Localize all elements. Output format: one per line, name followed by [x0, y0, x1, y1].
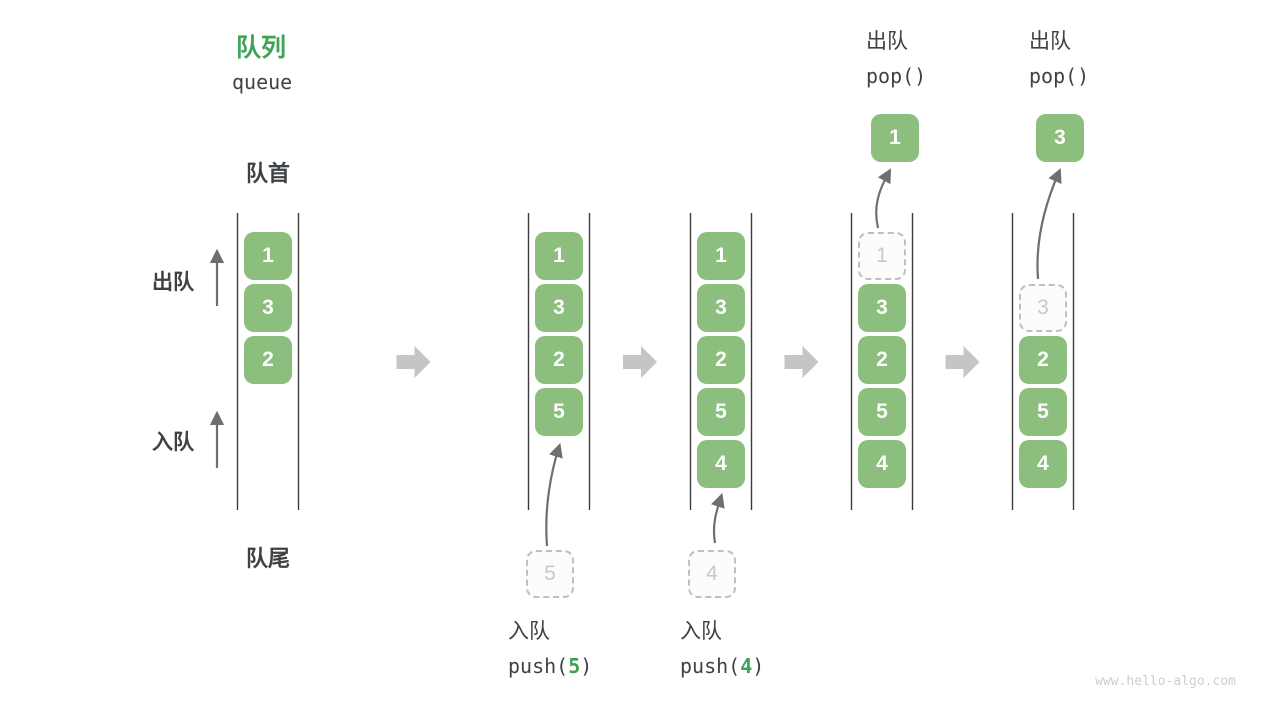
enqueue-side-label: 入队 [152, 431, 194, 454]
op-title: 入队 [508, 620, 550, 643]
pending-cell: 4 [688, 550, 736, 598]
op-code: push(4) [680, 654, 765, 678]
op-label-pop-1: 出队 pop() [866, 28, 926, 90]
state-transition-arrow-icon [784, 346, 819, 378]
queue-cell: 5 [858, 388, 906, 436]
queue-cell: 3 [858, 284, 906, 332]
dequeue-arrow-pop-1 [875, 168, 892, 229]
op-label-push-5: 入队 push(5) [508, 618, 592, 680]
popped-cell: 1 [871, 114, 919, 162]
op-title: 出队 [866, 30, 908, 53]
queue-cell: 4 [1019, 440, 1067, 488]
diagram-subtitle: queue [232, 70, 293, 94]
queue-front-label: 队首 [246, 161, 291, 186]
queue-cell: 3 [697, 284, 745, 332]
enqueue-arrow-push-4 [711, 492, 725, 544]
queue-rear-label: 队尾 [246, 546, 291, 571]
queue-cell: 4 [858, 440, 906, 488]
diagram-title: 队列 [236, 34, 287, 62]
queue-cell: 2 [697, 336, 745, 384]
op-label-pop-3: 出队 pop() [1029, 28, 1089, 90]
queue-cell: 2 [1019, 336, 1067, 384]
queue-cell: 2 [858, 336, 906, 384]
dequeue-arrow-pop-3 [1036, 168, 1062, 280]
queue-slot-ghost: 3 [1019, 284, 1067, 332]
watermark: www.hello-algo.com [1095, 674, 1236, 689]
queue-cell: 1 [535, 232, 583, 280]
op-code: push(5) [508, 654, 593, 678]
queue-cell: 5 [535, 388, 583, 436]
state-transition-arrow-icon [623, 346, 657, 378]
queue-slot-ghost: 1 [858, 232, 906, 280]
queue-cell: 4 [697, 440, 745, 488]
op-code: pop() [866, 64, 927, 88]
state-transition-arrow-icon [396, 346, 431, 378]
queue-cell: 3 [535, 284, 583, 332]
popped-cell: 3 [1036, 114, 1084, 162]
op-label-push-4: 入队 push(4) [680, 618, 764, 680]
enqueue-arrow-push-5 [545, 442, 563, 547]
op-title: 入队 [680, 620, 722, 643]
op-code: pop() [1029, 64, 1090, 88]
pending-cell: 5 [526, 550, 574, 598]
queue-cell: 5 [1019, 388, 1067, 436]
state-transition-arrow-icon [945, 346, 980, 378]
queue-cell: 2 [535, 336, 583, 384]
queue-cell: 1 [244, 232, 292, 280]
queue-cell: 2 [244, 336, 292, 384]
queue-cell: 3 [244, 284, 292, 332]
queue-cell: 1 [697, 232, 745, 280]
op-title: 出队 [1029, 30, 1071, 53]
queue-cell: 5 [697, 388, 745, 436]
dequeue-side-label: 出队 [152, 271, 194, 294]
